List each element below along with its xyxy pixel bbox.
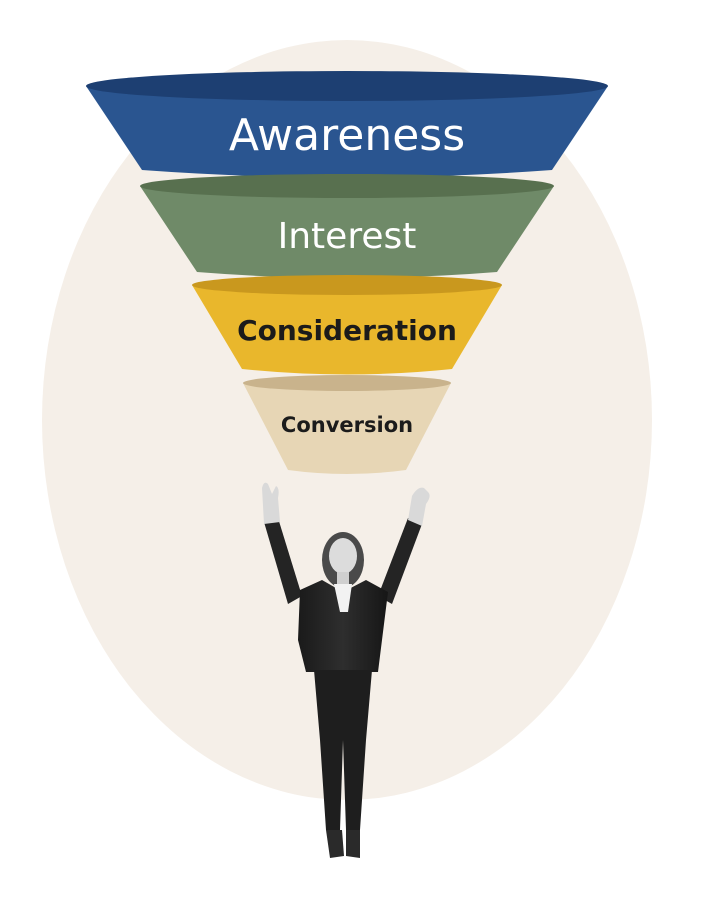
funnel-stage-conversion-rim	[243, 375, 451, 391]
funnel-stage-consideration-label: Consideration	[237, 314, 457, 347]
left-hand	[262, 482, 280, 524]
right-arm	[378, 518, 422, 604]
funnel-stage-consideration-rim	[192, 275, 502, 295]
trousers	[314, 670, 372, 830]
shirt	[334, 584, 352, 612]
jacket	[298, 580, 388, 672]
neck	[337, 572, 349, 584]
funnel-stage-interest-body	[140, 186, 554, 278]
funnel-stage-conversion-label: Conversion	[281, 413, 413, 437]
businesswoman-illustration	[262, 482, 430, 858]
funnel-stage-conversion-body	[243, 383, 451, 474]
funnel-stage-awareness-rim	[86, 71, 608, 101]
left-arm	[264, 518, 302, 604]
funnel-stage-consideration: Consideration	[192, 275, 502, 375]
funnel-stage-awareness: Awareness	[86, 71, 608, 178]
face	[329, 538, 357, 574]
funnel-stage-consideration-body	[192, 285, 502, 375]
right-shoe	[346, 830, 360, 858]
funnel-stage-awareness-body	[86, 86, 608, 178]
left-shoe	[326, 830, 344, 858]
funnel-stage-interest-label: Interest	[278, 216, 417, 257]
right-hand	[408, 487, 430, 526]
funnel-stage-conversion: Conversion	[243, 375, 451, 474]
funnel-stage-interest: Interest	[140, 174, 554, 278]
funnel-stage-interest-rim	[140, 174, 554, 198]
funnel-stage-awareness-label: Awareness	[229, 110, 465, 161]
